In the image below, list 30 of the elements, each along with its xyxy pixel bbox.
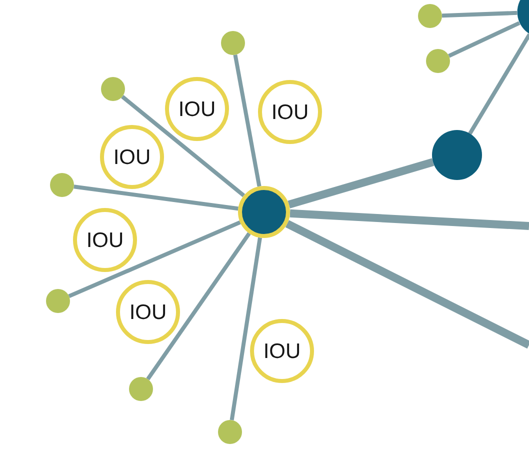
leaf-node — [50, 173, 74, 197]
connector-line — [448, 21, 520, 58]
token-label: IOU — [263, 340, 301, 362]
connector-line — [468, 33, 529, 135]
leaf-node — [218, 420, 242, 444]
connector-line — [121, 95, 246, 198]
token-circle — [100, 125, 164, 189]
token-label: IOU — [178, 98, 216, 120]
leaf-node — [46, 289, 70, 313]
hub-node — [432, 130, 482, 180]
leaf-node — [221, 31, 245, 55]
connector-line — [146, 232, 251, 380]
connector-line — [290, 209, 529, 230]
connector-line — [288, 158, 434, 208]
connector-line — [74, 184, 238, 211]
leaf-node — [101, 77, 125, 101]
token-label: IOU — [113, 146, 151, 168]
central-hub-node — [238, 186, 290, 238]
token-label: IOU — [86, 230, 124, 250]
leaf-node — [129, 377, 153, 401]
connector-line — [285, 220, 529, 349]
leaf-node — [426, 49, 450, 73]
connector-line — [442, 10, 518, 18]
token-label: IOU — [271, 102, 309, 122]
leaf-node — [418, 4, 442, 28]
connector-line — [230, 237, 262, 420]
connector-line — [68, 220, 241, 298]
token-circle — [116, 280, 180, 344]
token-label: IOU — [129, 302, 167, 322]
connector-line — [233, 54, 262, 187]
